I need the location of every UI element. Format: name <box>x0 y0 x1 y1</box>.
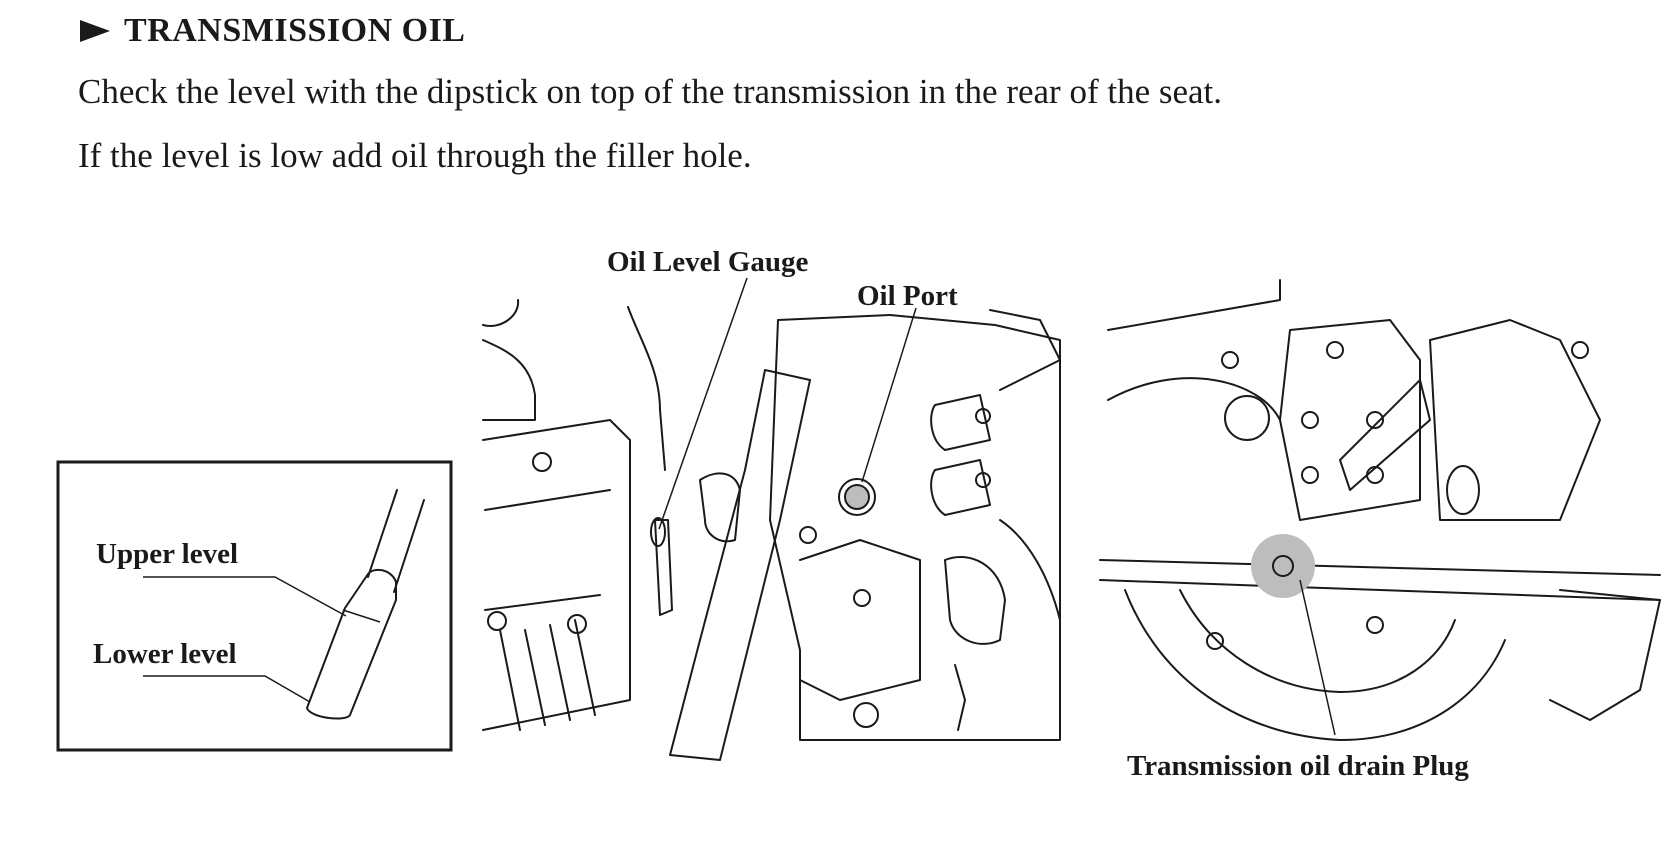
oil-level-gauge-label: Oil Level Gauge <box>607 246 809 278</box>
transmission-figure <box>482 277 1061 761</box>
lower-level-label: Lower level <box>93 638 237 670</box>
dipstick-figure-frame <box>56 460 453 752</box>
drain-plug-figure <box>1099 279 1661 741</box>
instruction-check-level: Check the level with the dipstick on top… <box>78 72 1223 111</box>
oil-gauge-icon <box>654 519 673 616</box>
upper-level-label: Upper level <box>96 538 239 570</box>
oil-port-plug-icon <box>844 484 870 510</box>
section-title: TRANSMISSION OIL <box>124 12 466 49</box>
dipstick-figure <box>56 460 453 752</box>
drain-highlight <box>1251 534 1315 598</box>
drain-plug-icon <box>1272 555 1294 577</box>
right-triangle-bullet-icon <box>80 20 110 42</box>
section-heading: TRANSMISSION OIL <box>80 12 465 50</box>
instruction-add-oil: If the level is low add oil through the … <box>78 136 752 175</box>
oil-port-label: Oil Port <box>857 280 958 312</box>
dipstick-tip-icon <box>306 568 397 720</box>
drain-plug-label: Transmission oil drain Plug <box>1127 750 1469 782</box>
